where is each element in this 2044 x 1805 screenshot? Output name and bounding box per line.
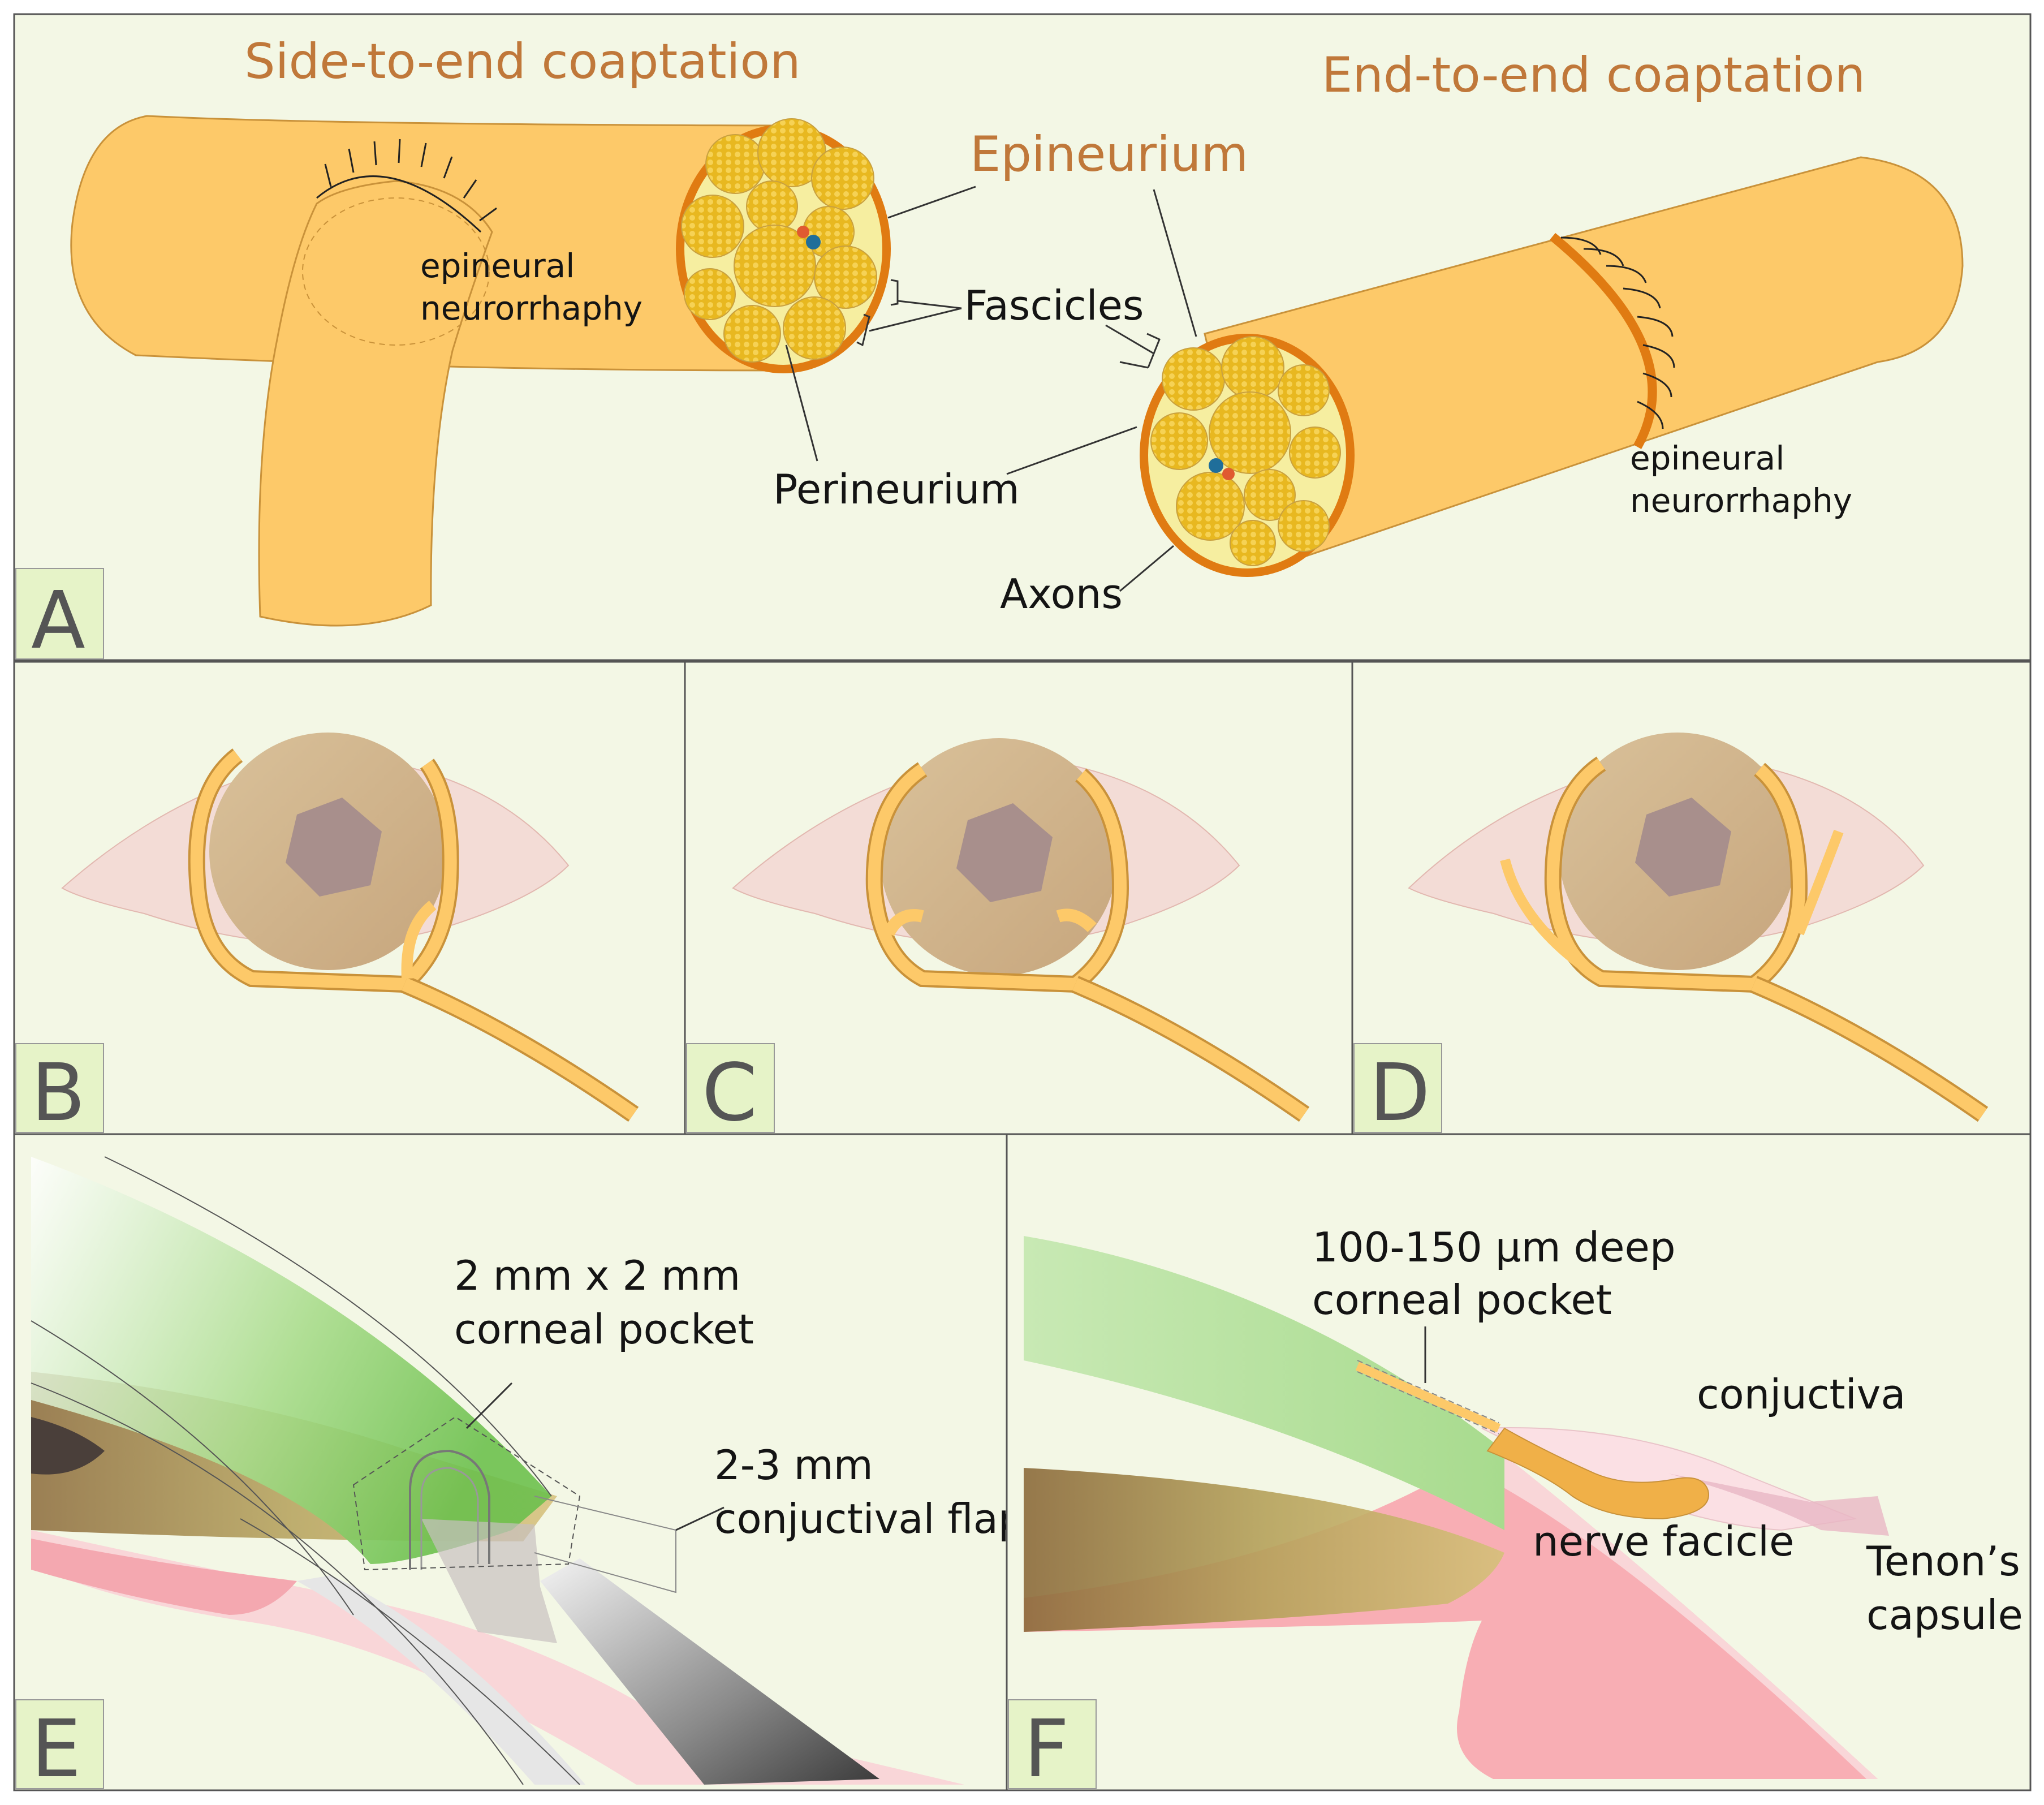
- panel-c: C: [684, 661, 1353, 1139]
- panel-f: 100-150 µm deep corneal pocket conjuctiv…: [1006, 1133, 2032, 1795]
- panel-label-b: B: [31, 1047, 85, 1139]
- leader-pocket-e: [465, 1382, 513, 1429]
- knife: [540, 1558, 879, 1785]
- fascicles-right: [1150, 336, 1341, 566]
- panel-a: Side-to-end coaptation End-to-end coapta…: [13, 13, 2032, 667]
- title-end-to-end: End-to-end coaptation: [1322, 47, 1865, 104]
- label-axons: Axons: [1000, 570, 1123, 618]
- panel-d: D: [1351, 661, 2032, 1139]
- label-nerve-f: nerve facicle: [1533, 1518, 1794, 1565]
- leader-lines-a: [785, 186, 1197, 592]
- label-epineural-left-2: neurorrhaphy: [420, 289, 642, 328]
- panel-label-d: D: [1369, 1047, 1430, 1139]
- label-tenon-f-1: Tenon’s: [1866, 1537, 2020, 1585]
- fascicles-left: [681, 118, 877, 363]
- nerve-facicle: [1486, 1427, 1709, 1520]
- label-fascicles: Fascicles: [964, 282, 1144, 329]
- label-flap-e-2: conjuctival flap: [714, 1495, 1024, 1543]
- nerve-branch-left: [258, 180, 493, 627]
- sutures-right: [1560, 236, 1675, 429]
- label-epineural-right-1: epineural: [1630, 439, 1784, 477]
- panel-label-c: C: [702, 1047, 757, 1139]
- panel-label-a: A: [31, 575, 85, 667]
- label-pocket-e-2: corneal pocket: [454, 1306, 754, 1353]
- label-flap-e-1: 2-3 mm: [714, 1441, 873, 1489]
- label-pocket-f-2: corneal pocket: [1312, 1276, 1612, 1324]
- label-conjunctiva-f: conjuctiva: [1697, 1371, 1905, 1418]
- title-side-to-end: Side-to-end coaptation: [244, 33, 801, 90]
- panel-label-e: E: [31, 1703, 81, 1795]
- label-pocket-e-1: 2 mm x 2 mm: [454, 1252, 740, 1299]
- panel-b: B: [13, 661, 686, 1139]
- panel-label-f: F: [1024, 1703, 1070, 1795]
- panel-e: 2 mm x 2 mm corneal pocket 2-3 mm conjuc…: [13, 1133, 1024, 1795]
- label-epineural-right-2: neurorrhaphy: [1630, 481, 1852, 520]
- sutures-left: [316, 139, 497, 233]
- label-epineurium: Epineurium: [970, 126, 1248, 183]
- label-epineural-left-1: epineural: [420, 247, 575, 285]
- label-perineurium: Perineurium: [773, 466, 1020, 513]
- label-tenon-f-2: capsule: [1866, 1591, 2023, 1639]
- nerve-trunk-right: [1204, 156, 1964, 572]
- label-pocket-f-1: 100-150 µm deep: [1312, 1224, 1676, 1271]
- leader-flap-e: [675, 1506, 725, 1531]
